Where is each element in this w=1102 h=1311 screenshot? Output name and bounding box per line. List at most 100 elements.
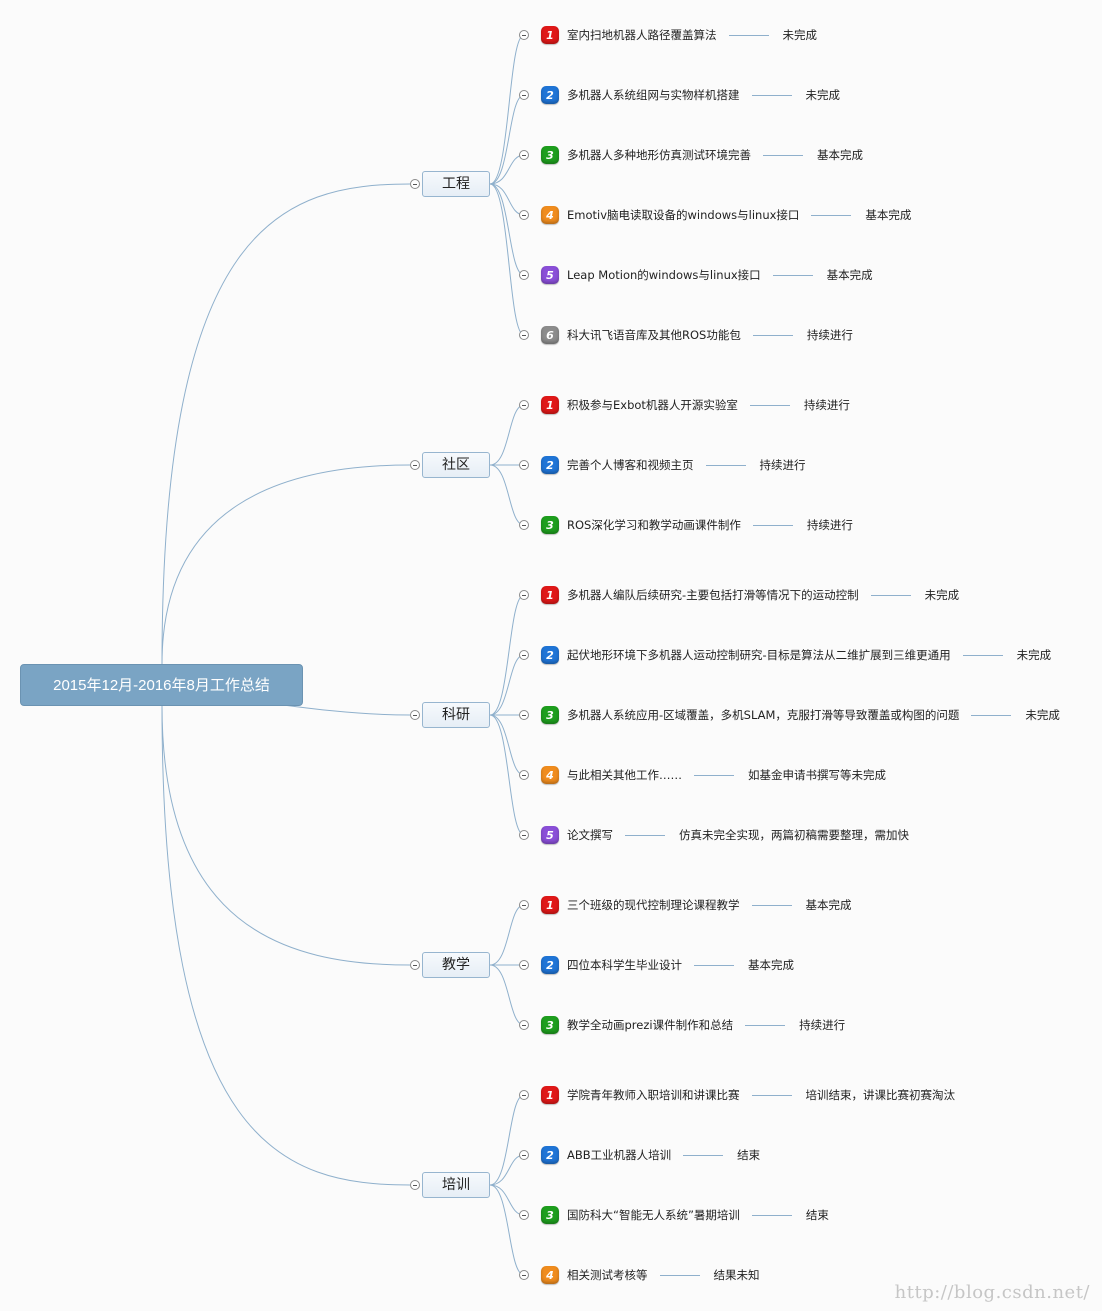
relation-line (683, 1154, 724, 1156)
topic-label: 科大讯飞语音库及其他ROS功能包 (567, 328, 741, 342)
topic-label: 相关测试考核等 (567, 1268, 648, 1282)
collapse-toggle[interactable] (519, 830, 529, 840)
collapse-toggle[interactable] (519, 400, 529, 410)
collapse-toggle[interactable] (519, 150, 529, 160)
relation-line (772, 274, 813, 276)
priority-icon: 1 (541, 26, 559, 44)
status-label: 结果未知 (713, 1268, 760, 1282)
topic-label: 起伏地形环境下多机器人运动控制研究-目标是算法从二维扩展到三维更通用 (567, 648, 951, 662)
relation-line (752, 334, 793, 336)
collapse-toggle[interactable] (519, 960, 529, 970)
category-node[interactable]: 培训 (422, 1172, 490, 1198)
collapse-toggle[interactable] (519, 460, 529, 470)
collapse-toggle[interactable] (410, 179, 420, 189)
status-label: 基本完成 (748, 958, 794, 972)
category-node[interactable]: 科研 (422, 702, 490, 728)
collapse-toggle[interactable] (519, 900, 529, 910)
relation-line (751, 1214, 792, 1216)
collapse-toggle[interactable] (519, 1020, 529, 1030)
status-label: 仿真未完全实现，两篇初稿需要整理，需加快 (679, 828, 909, 842)
relation-line (659, 1274, 700, 1276)
collapse-toggle[interactable] (519, 710, 529, 720)
status-label: 持续进行 (803, 398, 850, 412)
collapse-toggle[interactable] (519, 90, 529, 100)
collapse-toggle[interactable] (410, 960, 420, 970)
topic-label: Emotiv脑电读取设备的windows与linux接口 (567, 208, 800, 222)
collapse-toggle[interactable] (519, 1150, 529, 1160)
category-node[interactable]: 教学 (422, 952, 490, 978)
category-node[interactable]: 工程 (422, 171, 490, 197)
status-label: 基本完成 (805, 898, 852, 912)
topic-label: ABB工业机器人培训 (567, 1148, 672, 1162)
status-label: 未完成 (1025, 708, 1060, 722)
status-label: 未完成 (1016, 648, 1052, 662)
relation-line (751, 904, 792, 906)
collapse-toggle[interactable] (519, 1090, 529, 1100)
topic-label: 完善个人博客和视频主页 (567, 458, 694, 472)
topic-label: ROS深化学习和教学动画课件制作 (567, 518, 741, 532)
topic-label: 多机器人系统组网与实物样机搭建 (567, 88, 740, 102)
priority-icon: 1 (541, 1086, 559, 1104)
relation-line (751, 94, 792, 96)
priority-icon: 2 (541, 86, 559, 104)
relation-line (971, 714, 1012, 716)
collapse-toggle[interactable] (410, 710, 420, 720)
priority-icon: 3 (541, 516, 559, 534)
relation-line (728, 34, 769, 36)
root-topic[interactable]: 2015年12月-2016年8月工作总结 (20, 664, 303, 706)
collapse-toggle[interactable] (410, 460, 420, 470)
topic-label: 多机器人系统应用-区域覆盖，多机SLAM，克服打滑等导致覆盖或构图的问题 (567, 708, 960, 722)
relation-line (625, 834, 665, 836)
topic-label: 国防科大“智能无人系统”暑期培训 (567, 1208, 740, 1222)
priority-icon: 4 (541, 206, 559, 224)
collapse-toggle[interactable] (410, 1180, 420, 1190)
topic-label: 多机器人编队后续研究-主要包括打滑等情况下的运动控制 (567, 588, 859, 602)
collapse-toggle[interactable] (519, 770, 529, 780)
priority-icon: 5 (541, 826, 559, 844)
watermark: http://blog.csdn.net/ (894, 1282, 1090, 1303)
collapse-toggle[interactable] (519, 30, 529, 40)
relation-line (870, 594, 911, 596)
collapse-toggle[interactable] (519, 330, 529, 340)
collapse-toggle[interactable] (519, 1270, 529, 1280)
priority-icon: 3 (541, 1016, 559, 1034)
priority-icon: 2 (541, 1146, 559, 1164)
collapse-toggle[interactable] (519, 270, 529, 280)
collapse-toggle[interactable] (519, 590, 529, 600)
topic-label: 室内扫地机器人路径覆盖算法 (567, 28, 717, 42)
status-label: 如基金申请书撰写等未完成 (748, 768, 886, 782)
priority-icon: 4 (541, 766, 559, 784)
status-label: 持续进行 (759, 458, 806, 472)
category-node[interactable]: 社区 (422, 452, 490, 478)
collapse-toggle[interactable] (519, 210, 529, 220)
status-label: 培训结束，讲课比赛初赛淘汰 (805, 1088, 956, 1102)
topic-label: 多机器人多种地形仿真测试环境完善 (567, 148, 751, 162)
status-label: 持续进行 (806, 328, 853, 342)
collapse-toggle[interactable] (519, 650, 529, 660)
relation-line (694, 774, 734, 776)
status-label: 持续进行 (799, 1018, 846, 1032)
collapse-toggle[interactable] (519, 1210, 529, 1220)
collapse-toggle[interactable] (519, 520, 529, 530)
